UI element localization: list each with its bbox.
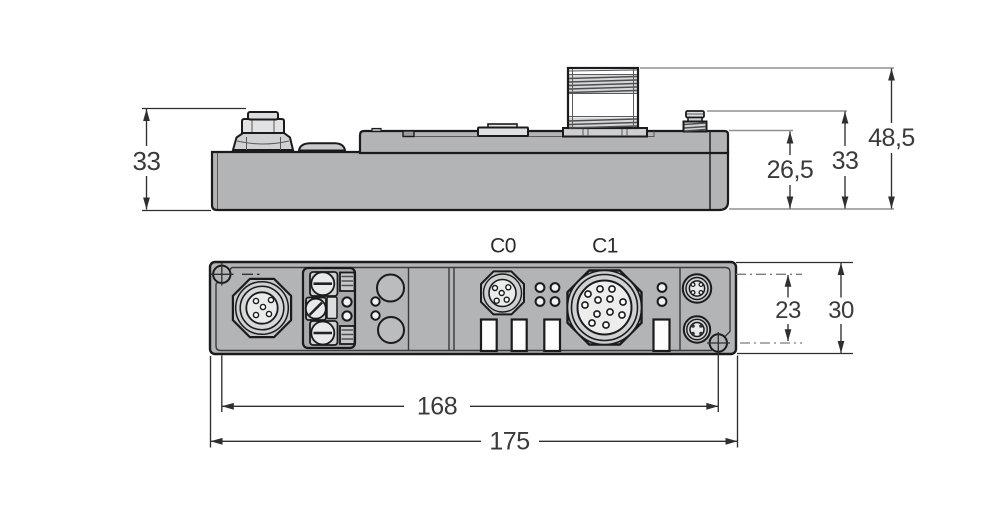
c0-connector [480, 270, 525, 316]
status-led [370, 310, 381, 321]
m12-power-connector [231, 277, 293, 339]
dim-26-5: 26,5 [767, 131, 814, 209]
pin-hole [690, 289, 696, 296]
status-led [549, 296, 561, 307]
rail-tab [371, 127, 382, 133]
pin-hole [581, 301, 589, 309]
status-led [549, 282, 561, 293]
label-plate [510, 318, 528, 353]
thread-hatch-top [568, 75, 638, 94]
dim-175: 175 [209, 355, 739, 455]
power-connector-78-side [562, 66, 648, 138]
label-c0: C0 [490, 235, 516, 258]
terminal-clip-bottom [339, 325, 356, 345]
pin-hole [594, 296, 602, 304]
pin-hole [606, 308, 614, 316]
dim-26-5-value: 26,5 [767, 156, 814, 184]
pin-hole [267, 296, 275, 304]
dim-30-value: 30 [828, 297, 854, 324]
status-led [656, 296, 668, 307]
dim-168-value: 168 [417, 392, 457, 420]
mounting-hole-bottom-right [707, 332, 730, 354]
pin-hole [252, 311, 260, 319]
status-led [341, 296, 353, 308]
pin-hole [618, 311, 626, 319]
pin-hole [619, 298, 627, 306]
pin [691, 331, 695, 336]
blind-hole [376, 273, 405, 303]
pin-hole [698, 289, 704, 296]
side-view: 33 26,5 33 48,5 [133, 66, 915, 212]
front-view: C0 C1 [208, 235, 854, 455]
pin-hole [596, 285, 604, 293]
pin-hole [498, 289, 505, 297]
pin-hole [493, 297, 500, 304]
status-led [534, 282, 546, 293]
c1-connector [566, 269, 643, 346]
pin-hole [602, 321, 610, 329]
blind-dome [297, 142, 347, 152]
pin [699, 331, 703, 336]
pin [691, 324, 695, 328]
pin-hole [584, 290, 592, 298]
pin-hole [252, 297, 260, 305]
dim-33-left-value: 33 [133, 146, 161, 176]
dim-175-value: 175 [489, 427, 529, 455]
dim-48-5: 48,5 [868, 68, 915, 209]
m8-connector-bottom [682, 315, 712, 344]
status-led [534, 296, 546, 307]
label-plate [479, 318, 498, 353]
module-rail-side [358, 129, 730, 155]
thread-hatch-bottom [568, 118, 638, 129]
pin-hole [608, 285, 616, 293]
dim-33-right: 33 [832, 111, 859, 209]
pin-hole [265, 310, 273, 318]
pin-hole [503, 296, 510, 303]
mounting-hole-top-left [210, 263, 260, 286]
m8-connector-side [682, 110, 708, 133]
dim-33-left: 33 [133, 107, 246, 212]
dim-48-5-value: 48,5 [868, 124, 915, 152]
pin-hole [593, 310, 601, 318]
label-plate [652, 318, 671, 353]
m12-connector-side [231, 111, 295, 151]
module-body-side [210, 150, 730, 212]
status-led [341, 310, 353, 322]
pin-hole [588, 319, 596, 327]
pin-hole [698, 281, 704, 288]
status-led [370, 296, 381, 307]
dim-23-value: 23 [775, 297, 801, 324]
label-c1: C1 [592, 235, 618, 258]
pin-hole [259, 303, 267, 311]
pin-hole [606, 295, 614, 303]
dim-168: 168 [221, 352, 719, 420]
dim-30: 30 [828, 263, 854, 353]
pin [699, 324, 703, 328]
pin-hole [505, 284, 512, 291]
pin-hole [491, 284, 499, 292]
dim-23: 23 [775, 274, 801, 342]
service-cover [477, 123, 529, 137]
rail-notch [402, 130, 415, 138]
status-led [656, 282, 668, 293]
label-plate [543, 318, 562, 353]
m8-connector-top [681, 273, 713, 304]
dim-33-right-value: 33 [832, 147, 859, 175]
terminal-clip-top [339, 271, 356, 292]
pin-hole [690, 281, 696, 288]
faceplate-outline [215, 266, 731, 352]
blind-hole [377, 316, 405, 344]
terminal-block [301, 266, 357, 350]
